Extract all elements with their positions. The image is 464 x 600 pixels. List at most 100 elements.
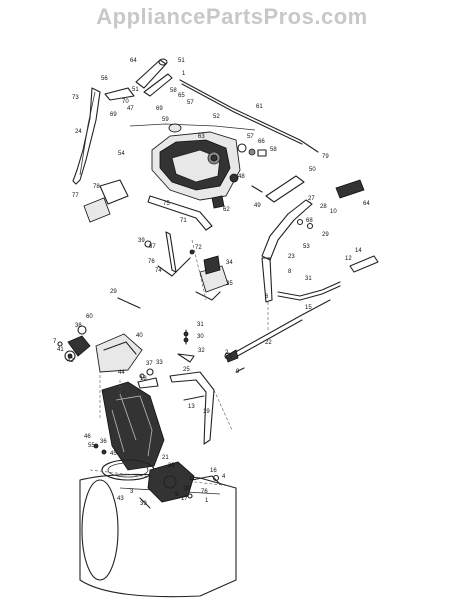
callout-c67: 67 — [149, 244, 156, 250]
right-upper-handle — [261, 199, 314, 261]
callout-c76b: 76 — [201, 489, 208, 495]
callout-c38: 38 — [75, 323, 82, 329]
callout-c14: 14 — [355, 248, 362, 254]
chute-deflector — [95, 333, 143, 373]
callout-c58a: 58 — [170, 88, 177, 94]
callout-c31: 31 — [305, 276, 312, 282]
callout-c21: 21 — [162, 455, 169, 461]
lock-plates — [83, 179, 129, 223]
callout-c54: 54 — [118, 151, 125, 157]
small-bolts — [137, 329, 195, 389]
callout-c57b: 57 — [247, 134, 254, 140]
callout-c5: 5 — [175, 492, 179, 498]
callout-c15: 15 — [305, 305, 312, 311]
callout-c78: 78 — [93, 184, 100, 190]
callout-c7: 7 — [53, 339, 57, 345]
callout-c47: 47 — [127, 106, 134, 112]
callout-c64b: 64 — [363, 201, 370, 207]
callout-c12: 12 — [345, 256, 352, 262]
callout-c27: 27 — [308, 196, 315, 202]
callout-c45: 45 — [110, 451, 117, 457]
assembly-reference-lines — [99, 239, 269, 431]
callout-c23: 23 — [288, 254, 295, 260]
console-fasteners — [229, 143, 267, 183]
callout-c29b: 29 — [110, 289, 117, 295]
callout-c75: 75 — [163, 201, 170, 207]
callout-c17: 17 — [181, 496, 188, 502]
callout-c3: 3 — [130, 489, 134, 495]
callout-c44: 44 — [118, 370, 125, 376]
lower-handle-tube — [261, 255, 379, 303]
callout-c22: 22 — [265, 340, 272, 346]
callout-c43: 43 — [117, 496, 124, 502]
right-handle-sleeve — [251, 175, 365, 203]
callout-c1: 1 — [182, 71, 186, 77]
callout-c57: 57 — [187, 100, 194, 106]
callout-c49: 49 — [254, 203, 261, 209]
callout-c73: 73 — [72, 95, 79, 101]
callout-c4: 4 — [222, 474, 226, 480]
callout-c61: 61 — [256, 104, 263, 110]
handle-grips-top — [104, 58, 173, 101]
callout-c11: 11 — [189, 476, 196, 482]
callout-c42: 42 — [67, 358, 74, 364]
callout-c33: 33 — [156, 360, 163, 366]
callout-c74: 74 — [155, 268, 162, 274]
callout-c2: 2 — [225, 350, 229, 356]
shift-rod — [225, 299, 331, 363]
small-rod — [117, 297, 141, 309]
callout-c24: 24 — [75, 129, 82, 135]
callout-c48: 48 — [238, 174, 245, 180]
discharge-chute — [101, 381, 165, 471]
callout-c28: 28 — [320, 204, 327, 210]
callout-c51b: 51 — [132, 87, 139, 93]
callout-c51a: 51 — [178, 58, 185, 64]
callout-c60a: 60 — [86, 314, 93, 320]
callout-c18: 18 — [140, 376, 147, 382]
callout-c46: 46 — [84, 434, 91, 440]
callout-c65: 65 — [178, 93, 185, 99]
callout-c19: 19 — [203, 409, 210, 415]
callout-c13: 13 — [188, 404, 195, 410]
callout-c20: 20 — [184, 486, 191, 492]
callout-c1b: 1 — [205, 498, 209, 504]
dashboard-console — [151, 123, 241, 201]
callout-c41: 41 — [57, 347, 64, 353]
callout-c79: 79 — [322, 154, 329, 160]
callout-c39b: 39 — [140, 501, 147, 507]
callout-c52: 52 — [213, 114, 220, 120]
lever-parts — [144, 231, 195, 277]
callout-c53: 53 — [303, 244, 310, 250]
chute-crank-parts — [57, 325, 91, 362]
callout-c34: 34 — [226, 260, 233, 266]
callout-c62: 62 — [223, 207, 230, 213]
callout-c30: 30 — [197, 334, 204, 340]
callout-c56: 56 — [101, 76, 108, 82]
left-handle-tube — [72, 87, 101, 185]
drop-rod-assembly — [169, 352, 245, 445]
callout-c40: 40 — [136, 333, 143, 339]
callout-c25: 25 — [183, 367, 190, 373]
callout-c9: 9 — [236, 369, 240, 375]
callout-c72: 72 — [195, 245, 202, 251]
callout-c71: 71 — [180, 218, 187, 224]
callout-c69a: 69 — [110, 112, 117, 118]
handle-bracket — [147, 195, 225, 231]
callout-c68: 68 — [306, 218, 313, 224]
callout-c58b: 58 — [270, 147, 277, 153]
callout-c10: 10 — [330, 209, 337, 215]
callout-c77: 77 — [72, 193, 79, 199]
callout-c70: 70 — [122, 99, 129, 105]
callout-c50: 50 — [309, 167, 316, 173]
callout-c39: 39 — [138, 238, 145, 244]
watermark: AppliancePartsPros.com — [96, 4, 368, 29]
control-cable — [129, 79, 319, 153]
callout-c59: 59 — [162, 117, 169, 123]
callout-c32: 32 — [198, 348, 205, 354]
callout-c6: 6 — [265, 294, 269, 300]
callout-c64a: 64 — [130, 58, 137, 64]
callout-c55: 55 — [88, 443, 95, 449]
callout-c37: 37 — [146, 361, 153, 367]
callout-c69b: 69 — [156, 106, 163, 112]
